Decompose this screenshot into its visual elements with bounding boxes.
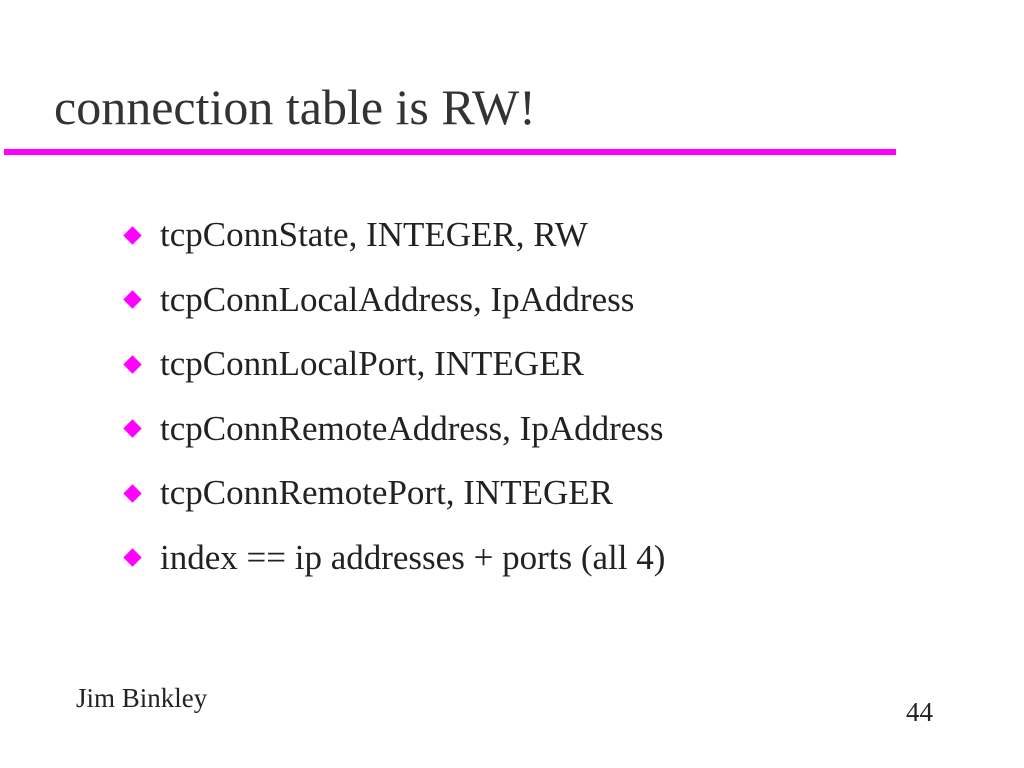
bullet-text: index == ip addresses + ports (all 4) [160, 537, 666, 577]
bullet-item: tcpConnRemotePort, INTEGER [124, 461, 665, 526]
diamond-bullet-icon [124, 227, 141, 244]
bullet-item: tcpConnLocalAddress, IpAddress [124, 268, 665, 333]
bullet-item: index == ip addresses + ports (all 4) [124, 526, 665, 591]
bullet-text: tcpConnRemoteAddress, IpAddress [160, 408, 664, 448]
bullet-item: tcpConnRemoteAddress, IpAddress [124, 397, 665, 462]
bullet-list: tcpConnState, INTEGER, RW tcpConnLocalAd… [124, 203, 665, 590]
footer-author: Jim Binkley [76, 683, 208, 713]
bullet-item: tcpConnState, INTEGER, RW [124, 203, 665, 268]
title-underline [4, 149, 896, 155]
diamond-bullet-icon [124, 291, 141, 308]
diamond-bullet-icon [124, 549, 141, 566]
bullet-text: tcpConnState, INTEGER, RW [160, 215, 588, 255]
diamond-bullet-icon [124, 356, 141, 373]
page-number: 44 [906, 697, 933, 727]
bullet-text: tcpConnLocalPort, INTEGER [160, 344, 584, 384]
diamond-bullet-icon [124, 420, 141, 437]
slide-title: connection table is RW! [54, 79, 536, 135]
bullet-item: tcpConnLocalPort, INTEGER [124, 332, 665, 397]
bullet-text: tcpConnLocalAddress, IpAddress [160, 279, 635, 319]
diamond-bullet-icon [124, 485, 141, 502]
bullet-text: tcpConnRemotePort, INTEGER [160, 473, 614, 513]
